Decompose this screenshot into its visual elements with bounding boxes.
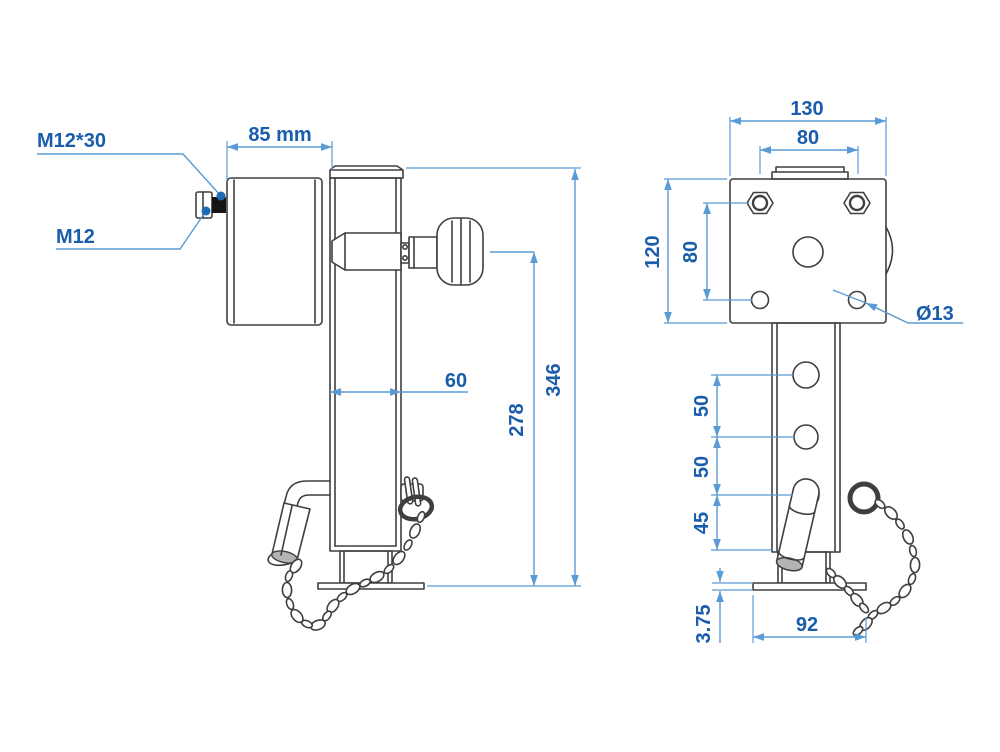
safety-chain	[281, 510, 426, 631]
chain-link	[416, 510, 426, 524]
lock-pin-front	[775, 478, 820, 572]
front-view-dimensions: 130 80 120 80 Ø13 50 50 45	[642, 98, 963, 643]
knob-edge	[885, 226, 894, 275]
safety-chain-front	[852, 498, 921, 637]
chain-link	[408, 523, 422, 539]
bolt-shank	[212, 197, 226, 213]
lock-pin-side	[397, 476, 435, 522]
hex-nut-left	[746, 191, 774, 215]
dim-foot-width: 92	[796, 614, 818, 636]
dim-overall-height: 346	[543, 363, 565, 396]
chain-link	[858, 602, 870, 614]
chain-link	[895, 518, 905, 530]
dim-plate-width: 130	[790, 98, 823, 120]
safety-chain-front-2	[825, 567, 870, 614]
tube-cap-front	[771, 166, 849, 180]
gear-housing	[226, 177, 323, 326]
crank-shaft	[331, 232, 438, 271]
dim-pitch-lower: 45	[691, 512, 713, 534]
chain-link	[907, 572, 917, 586]
dim-foot-thickness: 3.75	[693, 605, 715, 644]
dim-plate-height: 120	[642, 235, 664, 268]
leader-dot-bolt	[216, 191, 226, 201]
chain-link	[392, 550, 406, 566]
hex-nut-right	[843, 191, 871, 215]
chain-link	[874, 498, 886, 510]
chain-link	[383, 563, 395, 575]
chain-link	[281, 581, 293, 599]
dim-pitch-upper: 50	[691, 395, 713, 417]
chain-link	[403, 539, 413, 551]
chain-link	[898, 583, 912, 599]
crank-knob	[436, 217, 484, 286]
chain-link	[901, 529, 915, 545]
chain-link	[289, 558, 303, 574]
bolt-hole-right	[847, 290, 867, 310]
dim-side-bolt-spacing: 80	[680, 241, 702, 263]
center-hole	[792, 236, 824, 268]
leader-dot-thread	[201, 206, 211, 216]
chain-link	[909, 556, 921, 574]
foot-plate-front	[752, 582, 867, 591]
dim-crank-height: 278	[506, 403, 528, 436]
side-view	[195, 165, 484, 631]
dim-tube-width: 60	[445, 370, 467, 392]
label-thread-size: M12	[56, 226, 95, 248]
front-view	[729, 166, 921, 637]
dim-pitch-middle: 50	[691, 456, 713, 478]
dim-top-bolt-spacing: 80	[797, 127, 819, 149]
chain-link	[883, 505, 899, 521]
foot-plate	[317, 582, 425, 590]
pin-ring-front	[847, 481, 881, 515]
side-view-dimensions: 85 mm M12*30 M12 60 278 346	[37, 124, 581, 587]
chain-link	[908, 544, 918, 558]
dim-hole-diameter: Ø13	[916, 303, 954, 325]
label-bolt-spec: M12*30	[37, 130, 106, 152]
chain-link	[285, 597, 295, 611]
chain-link	[290, 608, 304, 624]
dim-housing-length: 85 mm	[248, 124, 311, 146]
crank-handle	[267, 480, 331, 567]
